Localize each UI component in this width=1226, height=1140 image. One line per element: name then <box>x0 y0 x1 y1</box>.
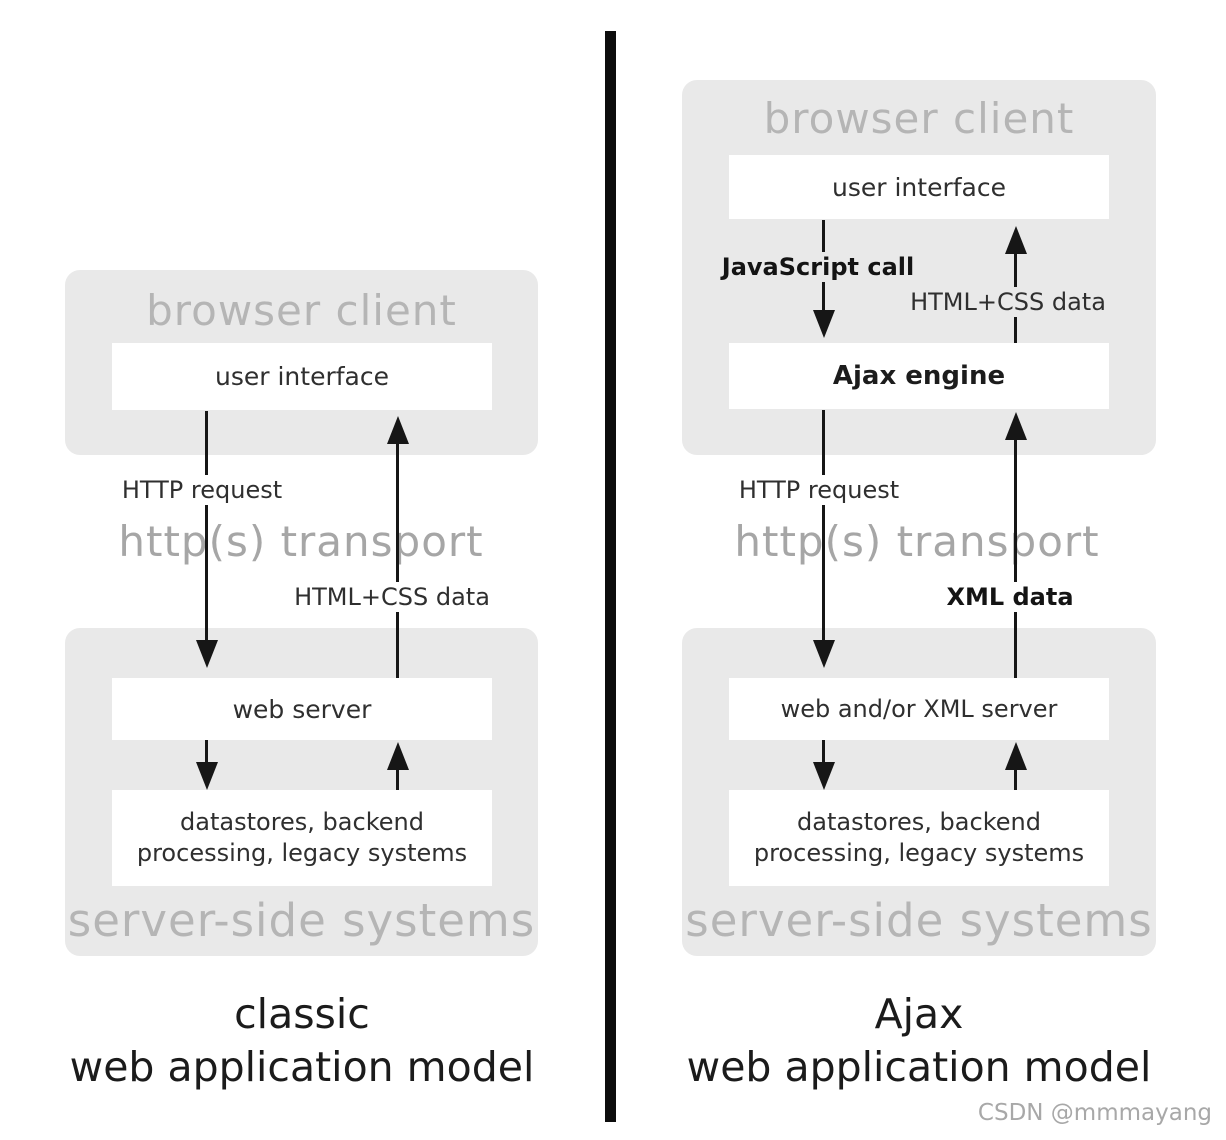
classic-server-side-heading: server-side systems <box>67 894 536 947</box>
ajax-server-side-heading: server-side systems <box>685 894 1153 947</box>
ajax-backend-down-arrow-line <box>822 740 825 764</box>
classic-browser-client-box: browser client user interface <box>65 270 538 455</box>
ajax-xml-data-label: XML data <box>941 582 1079 612</box>
classic-backend-down-arrow-line <box>205 740 208 764</box>
classic-server-side-box: web server datastores, backend processin… <box>65 628 538 956</box>
ajax-datastores-line1: datastores, backend <box>797 808 1041 836</box>
ajax-request-arrowhead-icon <box>813 640 835 668</box>
classic-response-arrow-line <box>396 443 399 678</box>
ajax-server-side-box: web and/or XML server datastores, backen… <box>682 628 1156 956</box>
ajax-request-arrow-line <box>822 410 825 642</box>
ajax-transport-heading: http(s) transport <box>734 517 1100 566</box>
classic-user-interface-box: user interface <box>112 343 492 410</box>
ajax-web-server-box: web and/or XML server <box>729 678 1109 740</box>
ajax-http-request-label: HTTP request <box>733 475 905 505</box>
classic-model-title-line1: classic <box>234 990 370 1038</box>
panel-divider <box>605 31 616 1122</box>
classic-transport-heading: http(s) transport <box>118 517 484 566</box>
ajax-user-interface-box: user interface <box>729 155 1109 219</box>
classic-request-arrowhead-icon <box>196 640 218 668</box>
classic-http-request-label: HTTP request <box>116 475 288 505</box>
classic-datastores-box: datastores, backend processing, legacy s… <box>112 790 492 886</box>
ajax-datastores-line2: processing, legacy systems <box>753 839 1085 867</box>
ajax-model-title: Ajax web application model <box>614 988 1224 1094</box>
ajax-model-title-line2: web application model <box>686 1043 1152 1091</box>
ajax-html-css-arrowhead-icon <box>1005 226 1027 254</box>
classic-datastores-line1: datastores, backend <box>180 808 424 836</box>
classic-web-server-box: web server <box>112 678 492 740</box>
classic-datastores-line2: processing, legacy systems <box>136 839 468 867</box>
ajax-xml-arrow-line <box>1014 439 1017 678</box>
classic-html-css-data-label: HTML+CSS data <box>289 582 495 612</box>
classic-response-arrowhead-icon <box>387 416 409 444</box>
ajax-html-css-data-label: HTML+CSS data <box>905 287 1111 317</box>
ajax-datastores-box: datastores, backend processing, legacy s… <box>729 790 1109 886</box>
ajax-browser-client-box: browser client user interface Ajax engin… <box>682 80 1156 455</box>
ajax-js-call-arrowhead-icon <box>813 310 835 338</box>
ajax-backend-down-arrowhead-icon <box>813 762 835 790</box>
classic-model-title-line2: web application model <box>69 1043 535 1091</box>
classic-model-title: classic web application model <box>0 988 607 1094</box>
classic-backend-up-arrowhead-icon <box>387 742 409 770</box>
ajax-browser-client-heading: browser client <box>763 94 1075 143</box>
ajax-xml-arrowhead-icon <box>1005 412 1027 440</box>
classic-request-arrow-line <box>205 411 208 642</box>
classic-backend-up-arrow-line <box>396 769 399 790</box>
ajax-js-call-label: JavaScript call <box>716 252 920 282</box>
ajax-engine-box: Ajax engine <box>729 343 1109 409</box>
watermark: CSDN @mmmayang <box>977 1100 1212 1126</box>
ajax-backend-up-arrow-line <box>1014 769 1017 790</box>
classic-backend-down-arrowhead-icon <box>196 762 218 790</box>
ajax-backend-up-arrowhead-icon <box>1005 742 1027 770</box>
classic-browser-client-heading: browser client <box>146 286 457 335</box>
ajax-model-title-line1: Ajax <box>874 990 964 1038</box>
